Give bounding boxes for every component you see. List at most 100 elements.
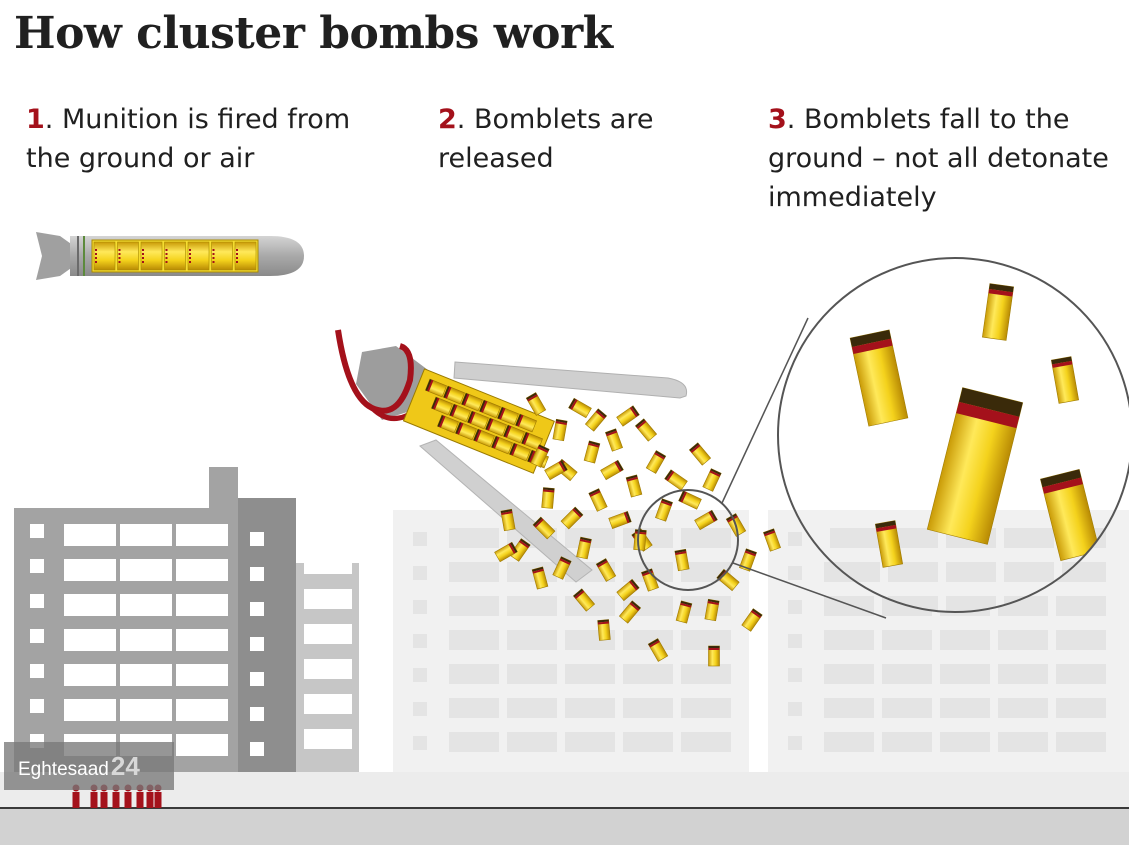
window — [120, 664, 172, 686]
packed-bomblets — [93, 241, 257, 271]
window — [681, 698, 731, 718]
window — [413, 668, 427, 682]
step-text: . Bomblets are released — [438, 104, 654, 174]
window — [449, 732, 499, 752]
bomblet — [634, 418, 658, 442]
window — [64, 699, 116, 721]
bomblet — [702, 468, 722, 492]
bomblet — [449, 403, 471, 423]
step-1: 1. Munition is fired from the ground or … — [26, 100, 386, 178]
window — [623, 732, 673, 752]
bomblet — [633, 529, 647, 551]
window — [413, 736, 427, 750]
bomblet — [211, 241, 233, 271]
step-number: 2 — [438, 104, 457, 135]
step-number: 3 — [768, 104, 787, 135]
window — [824, 630, 874, 650]
bomblet — [515, 413, 537, 433]
window — [882, 698, 932, 718]
bomblet — [704, 598, 720, 622]
bomblet — [117, 241, 139, 271]
window — [449, 630, 499, 650]
window — [788, 634, 802, 648]
window — [507, 698, 557, 718]
window — [681, 664, 731, 684]
window — [788, 532, 802, 546]
window — [940, 732, 990, 752]
bomblet — [688, 442, 712, 466]
bomblet — [708, 645, 720, 667]
window — [882, 664, 932, 684]
window — [623, 630, 673, 650]
window — [176, 524, 228, 546]
window — [30, 629, 44, 643]
window — [998, 630, 1048, 650]
person — [90, 792, 98, 808]
bomblet — [741, 608, 763, 632]
window — [1056, 732, 1106, 752]
window — [176, 734, 228, 756]
person — [124, 792, 132, 808]
bomblet — [234, 241, 257, 271]
step-number: 1 — [26, 104, 45, 135]
bomblet — [521, 431, 543, 451]
window — [788, 668, 802, 682]
window — [449, 664, 499, 684]
bomblet — [443, 385, 465, 405]
bomblet — [479, 399, 501, 419]
bomblet — [583, 440, 601, 464]
window — [413, 634, 427, 648]
bomblet — [437, 414, 459, 434]
bomblet — [616, 578, 640, 602]
window — [120, 594, 172, 616]
building-wing — [238, 498, 296, 772]
window — [250, 637, 264, 651]
bomblet — [655, 498, 673, 522]
window — [565, 698, 615, 718]
bomblet — [541, 487, 555, 509]
bomblet — [763, 528, 781, 552]
window — [449, 698, 499, 718]
window — [1056, 630, 1106, 650]
bomblet — [584, 408, 608, 432]
window — [1056, 698, 1106, 718]
person — [154, 792, 162, 808]
bomblet — [525, 392, 547, 416]
window — [507, 562, 557, 582]
window — [176, 629, 228, 651]
window — [304, 694, 352, 714]
window — [120, 629, 172, 651]
watermark-number: 24 — [110, 751, 140, 781]
bomblet — [605, 428, 623, 452]
window — [64, 594, 116, 616]
watermark: Eghtesaad24 — [4, 742, 174, 790]
window — [681, 732, 731, 752]
window — [304, 589, 352, 609]
window — [449, 596, 499, 616]
window — [565, 732, 615, 752]
window — [176, 559, 228, 581]
person — [72, 792, 80, 808]
bomblet — [531, 566, 549, 590]
window — [304, 659, 352, 679]
bomblet — [1050, 356, 1080, 404]
window — [413, 702, 427, 716]
bomblet — [509, 538, 531, 562]
window — [304, 624, 352, 644]
opened-munition — [335, 329, 688, 583]
window — [788, 600, 802, 614]
bomblet — [674, 548, 690, 572]
window — [176, 699, 228, 721]
window — [824, 732, 874, 752]
step-3: 3. Bomblets fall to the ground – not all… — [768, 100, 1123, 217]
bomblet — [467, 410, 489, 430]
window — [623, 698, 673, 718]
bomblet — [694, 509, 718, 531]
window — [788, 702, 802, 716]
window — [120, 524, 172, 546]
window — [30, 664, 44, 678]
window — [250, 602, 264, 616]
window — [250, 532, 264, 546]
